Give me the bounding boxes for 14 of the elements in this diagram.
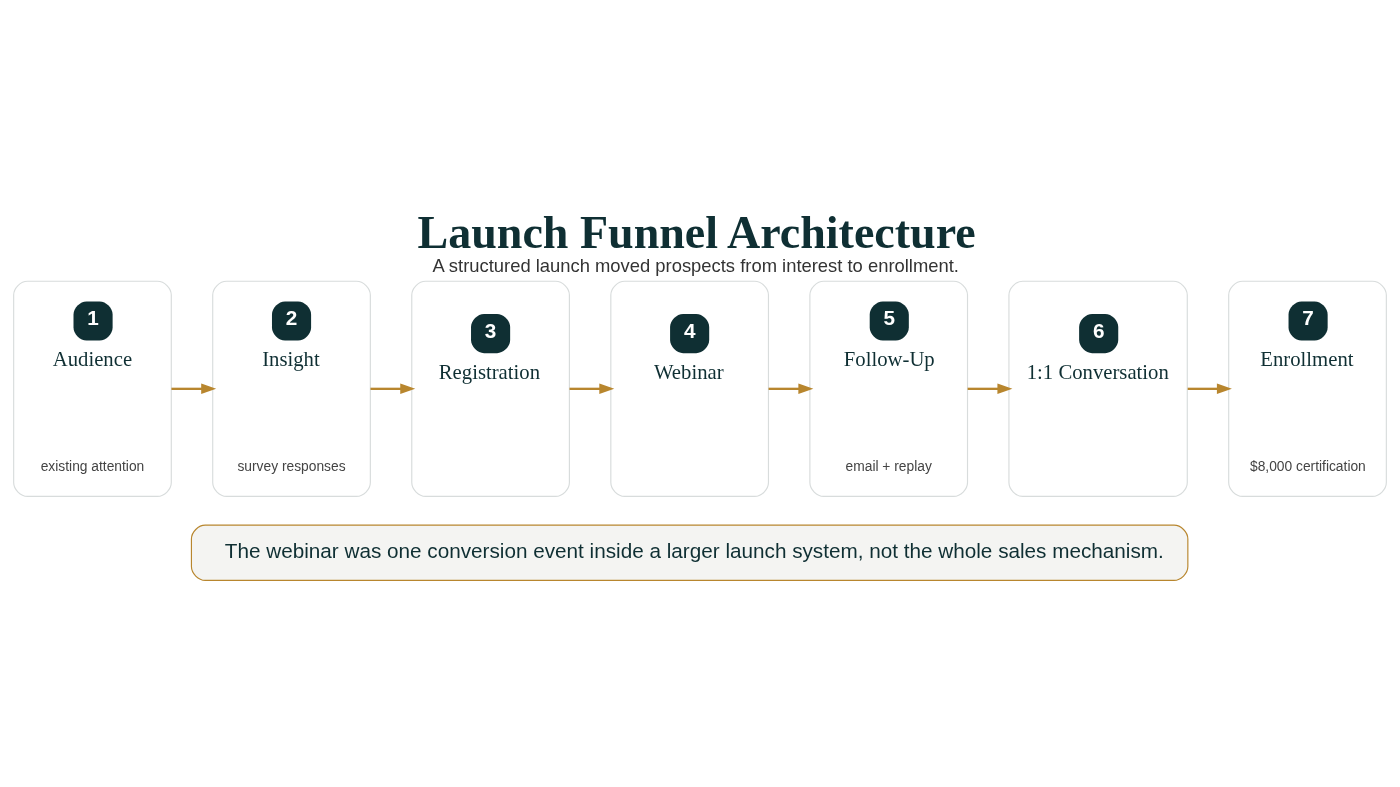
- node-box: 5 Follow-Up email + replay: [809, 280, 969, 497]
- node-box: 3 Registration: [411, 280, 570, 497]
- node-box: The webinar was one conversion event inside a larger launch system, not the whole sales mechanism.: [190, 524, 1189, 581]
- arrow: [967, 383, 1013, 394]
- arrow: [171, 383, 217, 394]
- node-box: 1 Audience existing attention: [13, 280, 172, 497]
- arrow: [768, 383, 814, 394]
- arrow: [569, 383, 615, 394]
- node-box: 2 Insight survey responses: [212, 280, 371, 497]
- node-box: 7 Enrollment $8,000 certification: [1228, 280, 1387, 497]
- node-box: 4 Webinar: [610, 280, 770, 497]
- arrow: [1187, 383, 1232, 394]
- node-box: 6 1:1 Conversation: [1008, 280, 1188, 497]
- arrow: [370, 383, 416, 394]
